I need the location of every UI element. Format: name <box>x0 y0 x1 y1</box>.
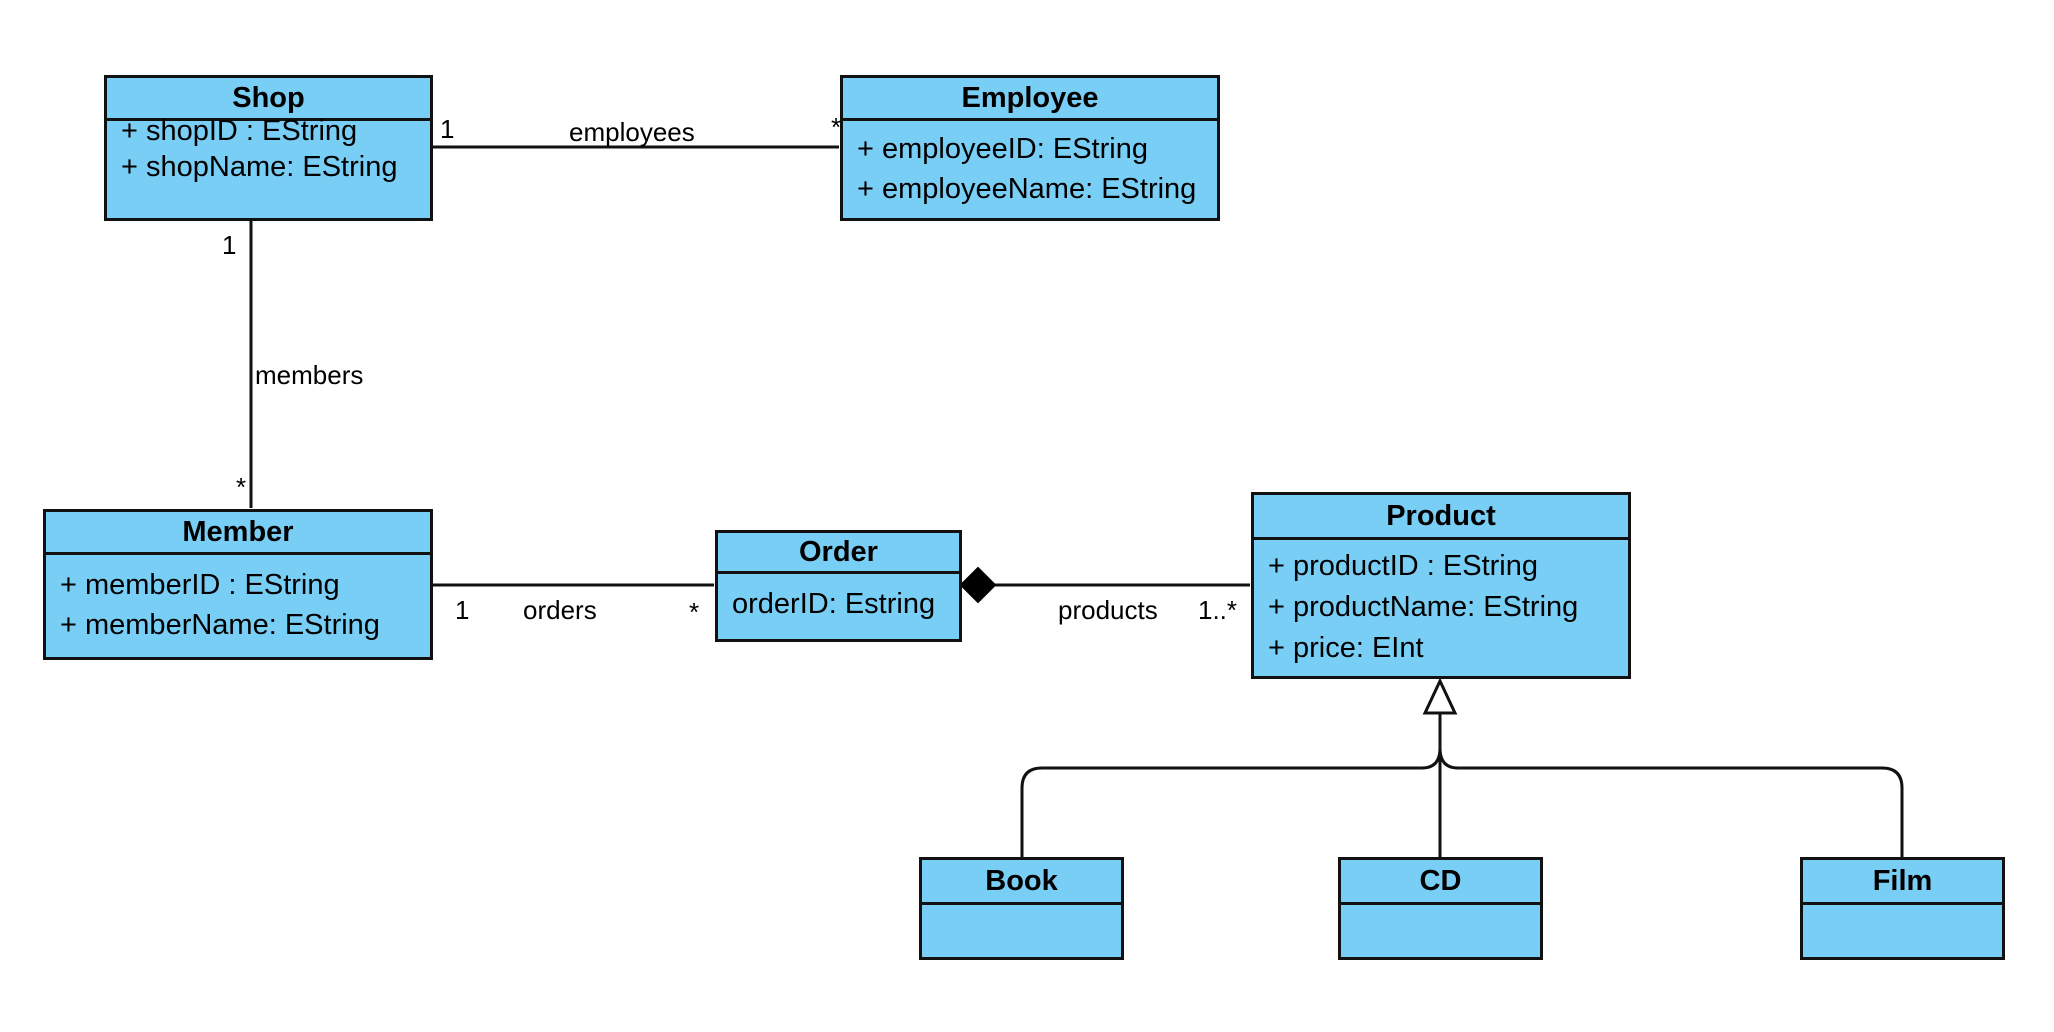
attribute: orderID: Estring <box>732 588 936 620</box>
class-employee-name: Employee <box>843 78 1217 121</box>
class-employee[interactable]: Employee + employeeID: EString + employe… <box>840 75 1220 221</box>
members-label: members <box>255 360 364 390</box>
class-shop-attributes: + shopID : EString + shopName: EString <box>107 113 430 185</box>
employees-label: employees <box>569 117 695 147</box>
class-book[interactable]: Book <box>919 857 1124 960</box>
employees-source-multiplicity: 1 <box>440 114 455 144</box>
class-employee-attributes: + employeeID: EString + employeeName: ES… <box>843 121 1217 209</box>
class-cd-name: CD <box>1341 860 1540 905</box>
products-label: products <box>1058 595 1158 625</box>
class-member[interactable]: Member + memberID : EString + memberName… <box>43 509 433 660</box>
members-target-multiplicity: * <box>236 472 247 502</box>
class-book-name: Book <box>922 860 1121 905</box>
class-film-name: Film <box>1803 860 2002 905</box>
attribute: + memberName: EString <box>60 609 380 641</box>
attribute: + employeeID: EString <box>857 133 1148 165</box>
class-order-attributes: orderID: Estring <box>718 574 959 624</box>
orders-source-multiplicity: 1 <box>455 595 470 625</box>
attribute: + productName: EString <box>1268 591 1579 623</box>
class-shop-name: Shop <box>107 78 430 121</box>
attribute: + shopName: EString <box>121 151 398 183</box>
class-product[interactable]: Product + productID : EString + productN… <box>1251 492 1631 679</box>
attribute: + productID : EString <box>1268 550 1538 582</box>
products-target-multiplicity: 1..* <box>1198 595 1238 625</box>
orders-target-multiplicity: * <box>689 597 700 627</box>
employees-target-multiplicity: * <box>831 112 842 142</box>
generalization-triangle-icon <box>1422 677 1458 715</box>
attribute: + price: EInt <box>1268 632 1424 664</box>
class-shop[interactable]: Shop + shopID : EString + shopName: EStr… <box>104 75 433 221</box>
class-film[interactable]: Film <box>1800 857 2005 960</box>
composition-diamond-icon <box>959 566 997 604</box>
class-product-attributes: + productID : EString + productName: ESt… <box>1254 540 1628 669</box>
attribute: + employeeName: EString <box>857 173 1197 205</box>
class-order[interactable]: Order orderID: Estring <box>715 530 962 642</box>
generalization-film-line[interactable] <box>1438 747 1904 858</box>
class-cd[interactable]: CD <box>1338 857 1543 960</box>
members-source-multiplicity: 1 <box>222 230 237 260</box>
orders-label: orders <box>523 595 597 625</box>
attribute: + shopID : EString <box>121 115 358 147</box>
class-order-name: Order <box>718 533 959 574</box>
generalization-book-line[interactable] <box>1020 713 1442 858</box>
attribute: + memberID : EString <box>60 569 340 601</box>
class-member-attributes: + memberID : EString + memberName: EStri… <box>46 555 430 645</box>
class-product-name: Product <box>1254 495 1628 540</box>
class-member-name: Member <box>46 512 430 555</box>
